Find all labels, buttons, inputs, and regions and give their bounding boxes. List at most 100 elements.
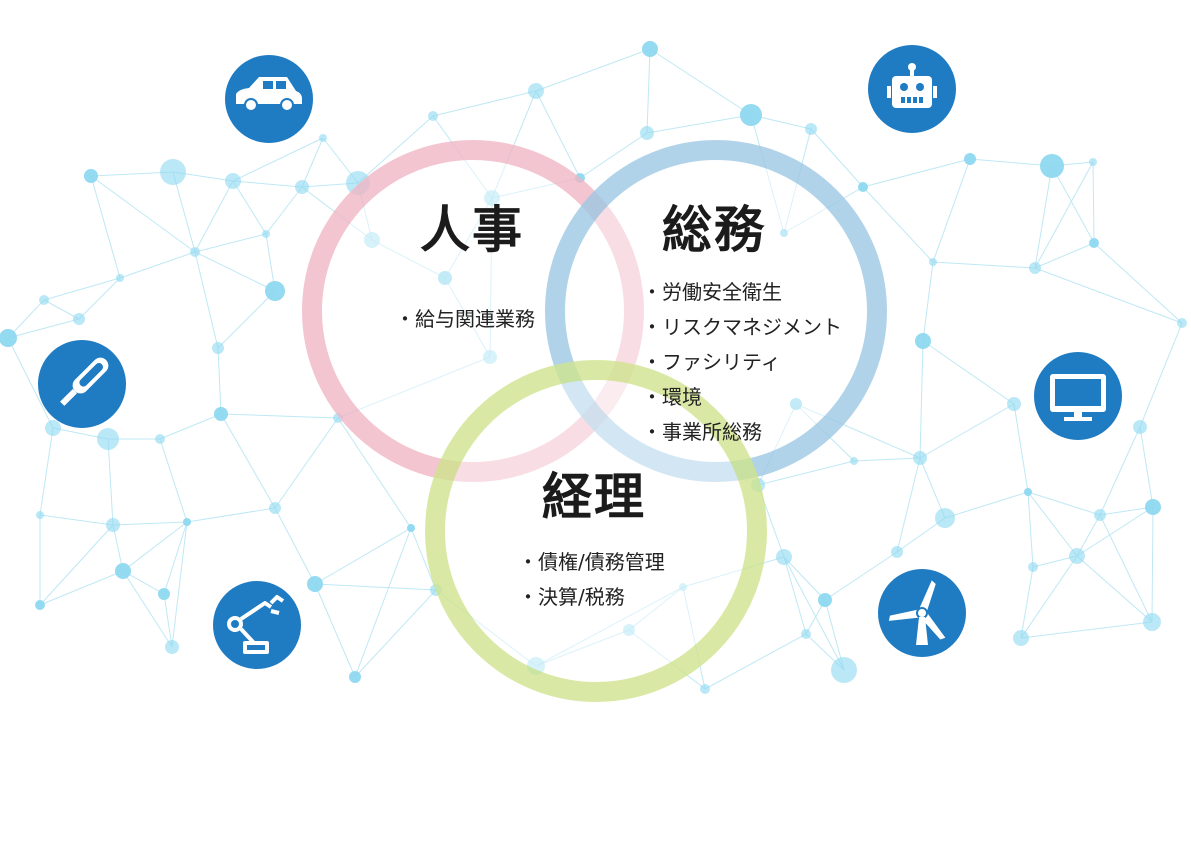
ga-title: 総務 xyxy=(662,201,766,259)
acc-item: 決算/税務 xyxy=(518,580,665,615)
hr-title: 人事 xyxy=(420,201,524,259)
network-node xyxy=(428,111,438,121)
acc-title: 経理 xyxy=(542,468,646,526)
network-edge xyxy=(862,158,971,188)
ga-item: リスクマネジメント xyxy=(642,310,842,345)
network-edge xyxy=(217,347,222,415)
network-edge xyxy=(39,427,54,516)
monitor-badge xyxy=(1034,352,1122,440)
network-edge xyxy=(232,180,267,235)
network-edge xyxy=(646,48,651,134)
network-edge xyxy=(704,633,807,690)
network-node xyxy=(73,313,85,325)
network-edge xyxy=(922,340,1015,405)
network-edge xyxy=(265,186,303,235)
network-node xyxy=(780,229,788,237)
acc-ring xyxy=(425,360,767,702)
network-node xyxy=(106,518,120,532)
network-node xyxy=(1143,613,1161,631)
ga-item: 事業所総務 xyxy=(642,415,842,450)
network-node xyxy=(295,180,309,194)
network-edge xyxy=(682,556,785,588)
network-node xyxy=(483,350,497,364)
network-node xyxy=(1069,548,1085,564)
network-node xyxy=(214,407,228,421)
network-edge xyxy=(757,460,855,486)
network-edge xyxy=(90,175,196,253)
network-node xyxy=(97,428,119,450)
network-node xyxy=(39,295,49,305)
network-edge xyxy=(43,299,80,320)
network-node xyxy=(1028,562,1038,572)
ga-item: ファシリティ xyxy=(642,345,842,380)
robot-badge xyxy=(868,45,956,133)
network-edge xyxy=(410,527,437,591)
network-edge xyxy=(919,340,924,459)
network-node xyxy=(269,502,281,514)
network-edge xyxy=(1076,555,1153,623)
network-edge xyxy=(159,438,188,523)
network-edge xyxy=(337,417,412,529)
network-node xyxy=(155,434,165,444)
network-node xyxy=(1040,154,1064,178)
network-edge xyxy=(535,48,651,92)
network-edge xyxy=(274,417,339,509)
network-node xyxy=(407,524,415,532)
network-edge xyxy=(783,556,807,635)
network-edge xyxy=(112,521,188,526)
network-node xyxy=(831,657,857,683)
network-edge xyxy=(220,413,339,419)
network-node xyxy=(964,153,976,165)
network-node xyxy=(1013,630,1029,646)
robot-arm-badge xyxy=(213,581,301,669)
network-edge xyxy=(1020,555,1078,639)
network-node xyxy=(364,232,380,248)
network-node xyxy=(1029,262,1041,274)
network-node xyxy=(935,508,955,528)
network-edge xyxy=(1020,621,1153,639)
network-edge xyxy=(862,186,934,263)
network-edge xyxy=(783,556,845,671)
network-node xyxy=(700,684,710,694)
network-node xyxy=(165,640,179,654)
robot-arm-icon xyxy=(227,595,285,654)
network-node xyxy=(438,271,452,285)
acc-item-list: 債権/債務管理 決算/税務 xyxy=(518,545,665,615)
network-edge xyxy=(1093,242,1183,324)
network-node xyxy=(818,593,832,607)
network-node xyxy=(891,546,903,558)
network-edge xyxy=(43,277,121,301)
network-edge xyxy=(1027,491,1101,516)
thermometer-badge xyxy=(38,340,126,428)
network-edge xyxy=(122,570,173,648)
network-edge xyxy=(783,556,826,601)
acc-item: 債権/債務管理 xyxy=(518,545,665,580)
network-node xyxy=(36,511,44,519)
network-edge xyxy=(337,356,491,419)
network-edge xyxy=(172,171,196,253)
network-edge xyxy=(232,180,303,188)
network-node xyxy=(115,563,131,579)
network-edge xyxy=(194,251,219,349)
network-edge xyxy=(357,115,434,184)
network-edge xyxy=(159,413,222,440)
network-edge xyxy=(90,175,121,279)
network-edge xyxy=(1076,506,1154,557)
network-node xyxy=(158,588,170,600)
network-edge xyxy=(1099,506,1154,516)
network-edge xyxy=(1034,161,1094,269)
network-edge xyxy=(78,277,121,320)
network-edge xyxy=(1034,267,1183,324)
ga-item: 労働安全衛生 xyxy=(642,275,842,310)
network-node xyxy=(740,104,762,126)
hr-item-list: 給与関連業務 xyxy=(395,302,535,337)
network-edge xyxy=(39,524,114,606)
network-node xyxy=(1145,499,1161,515)
network-edge xyxy=(1139,322,1183,428)
network-edge xyxy=(750,114,785,234)
ga-title-box: 総務 xyxy=(662,205,766,255)
network-edge xyxy=(922,261,934,342)
car-icon xyxy=(236,77,302,112)
network-edge xyxy=(301,137,324,188)
network-node xyxy=(484,190,500,206)
